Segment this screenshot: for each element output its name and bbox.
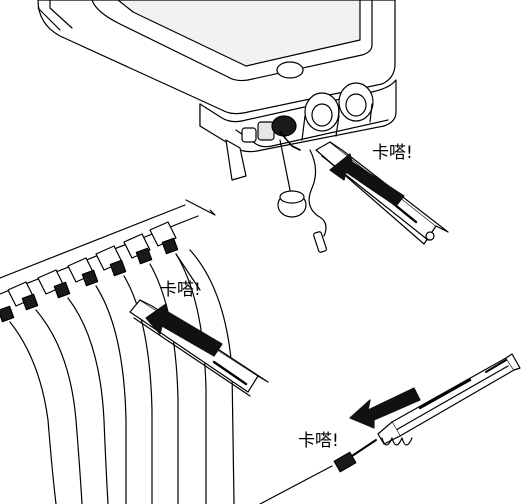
patch-panel — [0, 199, 235, 504]
power-button[interactable] — [276, 61, 304, 79]
arrow-icon — [349, 387, 421, 429]
click-callout-middle: 卡嗒! — [160, 280, 201, 300]
arrow-icon — [329, 153, 405, 207]
pen-cleaner-bottom — [259, 353, 521, 504]
click-callout-top: 卡嗒! — [372, 143, 413, 163]
arrow-icon — [145, 303, 223, 357]
click-callout-bottom: 卡嗒! — [298, 431, 339, 451]
test-instrument — [37, 0, 397, 253]
